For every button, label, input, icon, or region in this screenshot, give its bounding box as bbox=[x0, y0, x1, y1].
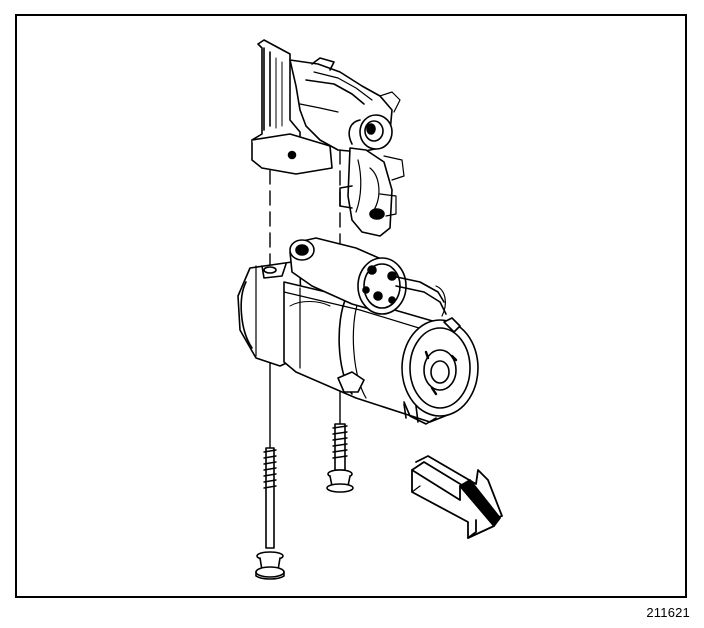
short-bolt-icon bbox=[326, 423, 354, 493]
bracket-icon bbox=[251, 39, 405, 237]
long-bolt-icon bbox=[255, 447, 285, 580]
removal-arrow-icon bbox=[411, 455, 503, 539]
figure-number: 211621 bbox=[646, 605, 690, 620]
starter-motor-icon bbox=[237, 237, 479, 425]
